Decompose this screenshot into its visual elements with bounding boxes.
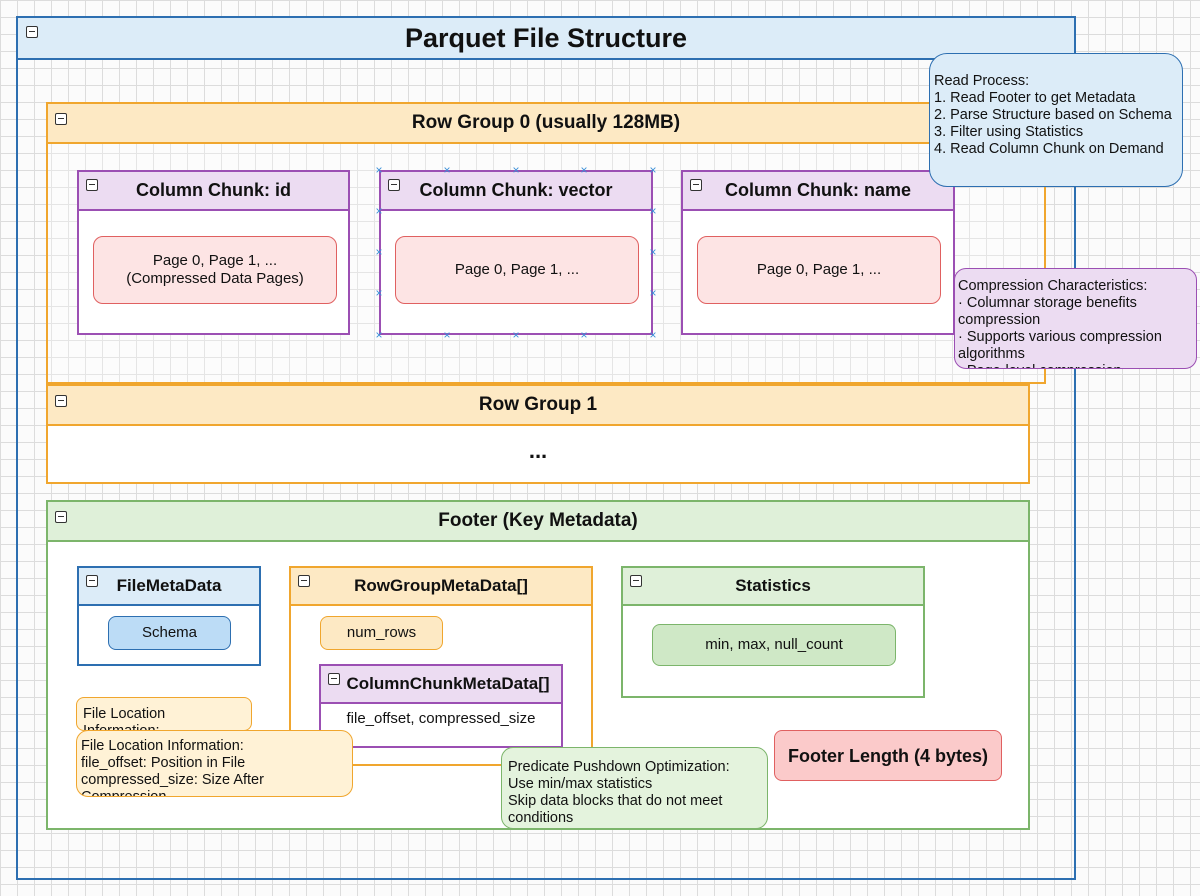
compression-note: Compression Characteristics: · Columnar … <box>954 268 1197 369</box>
schema-node: Schema <box>108 616 231 650</box>
statistics-header: Statistics <box>623 568 923 606</box>
resize-handle[interactable]: × <box>649 204 657 218</box>
row-group-0-collapse-icon[interactable] <box>55 113 67 125</box>
column-chunk-metadata-title: ColumnChunkMetaData[] <box>346 674 550 693</box>
column-chunk-name: Column Chunk: name Page 0, Page 1, ... <box>681 170 955 335</box>
resize-handle[interactable]: × <box>649 286 657 300</box>
page-title: Parquet File Structure <box>404 22 688 53</box>
column-chunk-name-header: Column Chunk: name <box>683 172 953 211</box>
column-chunk-id-title: Column Chunk: id <box>136 180 291 200</box>
column-chunk-metadata: ColumnChunkMetaData[] file_offset, compr… <box>319 664 563 748</box>
resize-handle[interactable]: × <box>580 163 588 177</box>
file-header: Parquet File Structure <box>18 18 1074 60</box>
resize-handle[interactable]: × <box>443 163 451 177</box>
column-chunk-name-title: Column Chunk: name <box>724 180 911 200</box>
row-group-metadata-header: RowGroupMetaData[] <box>291 568 591 606</box>
footer-collapse-icon[interactable] <box>55 511 67 523</box>
column-chunk-metadata-fields: file_offset, compressed_size <box>346 710 536 727</box>
column-chunk-id-pages: Page 0, Page 1, ... (Compressed Data Pag… <box>93 236 337 304</box>
column-chunk-id: Column Chunk: id Page 0, Page 1, ... (Co… <box>77 170 350 335</box>
resize-handle[interactable]: × <box>649 245 657 259</box>
resize-handle[interactable]: × <box>443 328 451 342</box>
statistics-title: Statistics <box>735 576 811 595</box>
row-group-1-title: Row Group 1 <box>478 394 598 415</box>
footer-length-node: Footer Length (4 bytes) <box>774 730 1002 781</box>
footer-title: Footer (Key Metadata) <box>438 510 638 531</box>
resize-handle[interactable]: × <box>580 328 588 342</box>
row-group-metadata-collapse-icon[interactable] <box>298 575 310 587</box>
row-group-metadata-title: RowGroupMetaData[] <box>354 576 528 595</box>
resize-handle[interactable]: × <box>512 163 520 177</box>
file-metadata-title: FileMetaData <box>116 576 222 595</box>
row-group-0-header: Row Group 0 (usually 128MB) <box>48 104 1044 144</box>
column-chunk-metadata-collapse-icon[interactable] <box>328 673 340 685</box>
row-group-0-title: Row Group 0 (usually 128MB) <box>411 112 681 133</box>
row-group-1-header: Row Group 1 <box>48 386 1028 426</box>
file-collapse-icon[interactable] <box>26 26 38 38</box>
resize-handle[interactable]: × <box>375 163 383 177</box>
resize-handle[interactable]: × <box>512 328 520 342</box>
row-group-1-ellipsis: ... <box>528 438 548 463</box>
column-chunk-name-collapse-icon[interactable] <box>690 179 702 191</box>
row-group-1-collapse-icon[interactable] <box>55 395 67 407</box>
statistics-fields: min, max, null_count <box>652 624 896 666</box>
parquet-file-container: Parquet File Structure <box>16 16 1076 880</box>
footer-header: Footer (Key Metadata) <box>48 502 1028 542</box>
file-metadata: FileMetaData Schema <box>77 566 261 666</box>
resize-handle[interactable]: × <box>649 328 657 342</box>
resize-handle[interactable]: × <box>649 163 657 177</box>
column-chunk-id-header: Column Chunk: id <box>79 172 348 211</box>
statistics: Statistics min, max, null_count <box>621 566 925 698</box>
resize-handle[interactable]: × <box>375 204 383 218</box>
file-location-note: File Location Information: file_offset: … <box>76 730 353 797</box>
column-chunk-vector-pages: Page 0, Page 1, ... <box>395 236 639 304</box>
row-group-1: Row Group 1 ... <box>46 384 1030 484</box>
column-chunk-metadata-header: ColumnChunkMetaData[] <box>321 666 561 704</box>
file-location-label: File Location Information: <box>76 697 252 731</box>
resize-handle[interactable]: × <box>375 245 383 259</box>
column-chunk-vector-collapse-icon[interactable] <box>388 179 400 191</box>
predicate-pushdown-note: Predicate Pushdown Optimization: Use min… <box>501 747 768 829</box>
column-chunk-id-collapse-icon[interactable] <box>86 179 98 191</box>
column-chunk-vector-title: Column Chunk: vector <box>419 180 613 200</box>
resize-handle[interactable]: × <box>375 328 383 342</box>
resize-handle[interactable]: × <box>375 286 383 300</box>
num-rows-node: num_rows <box>320 616 443 650</box>
read-process-note: Read Process: 1. Read Footer to get Meta… <box>929 53 1183 187</box>
file-metadata-header: FileMetaData <box>79 568 259 606</box>
column-chunk-vector[interactable]: Column Chunk: vector Page 0, Page 1, ... <box>379 170 653 335</box>
column-chunk-name-pages: Page 0, Page 1, ... <box>697 236 941 304</box>
file-metadata-collapse-icon[interactable] <box>86 575 98 587</box>
statistics-collapse-icon[interactable] <box>630 575 642 587</box>
column-chunk-vector-header: Column Chunk: vector <box>381 172 651 211</box>
